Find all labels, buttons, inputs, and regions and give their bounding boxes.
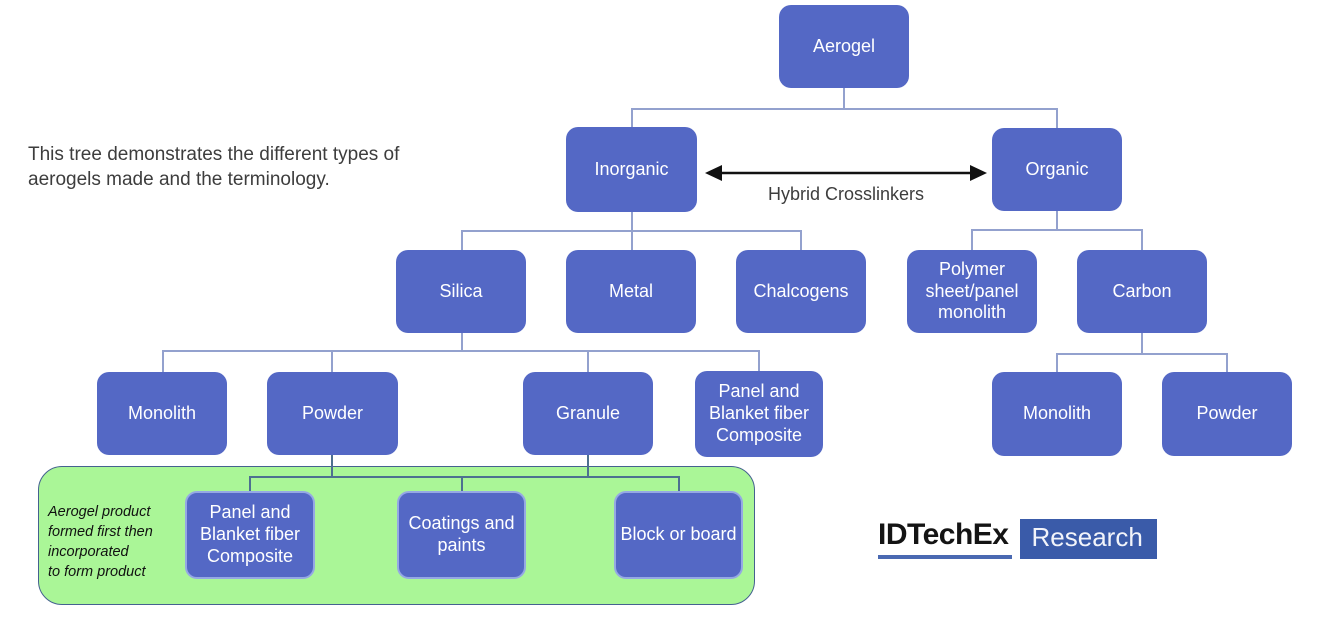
node-inorganic: Inorganic: [566, 127, 697, 212]
connector-line: [461, 333, 463, 350]
connector-line: [631, 230, 633, 250]
connector-line: [1056, 353, 1227, 355]
connector-line: [249, 476, 679, 478]
connector-line: [162, 350, 164, 372]
connector-line: [331, 350, 333, 372]
connector-line: [1141, 333, 1143, 353]
node-carbon: Carbon: [1077, 250, 1207, 333]
connector-line: [1056, 108, 1058, 128]
connector-line: [631, 108, 633, 127]
connector-line: [587, 350, 589, 372]
node-polymer-sheet-panel-monolith: Polymer sheet/panel monolith: [907, 250, 1037, 333]
product-group-note: Aerogel product formed first then incorp…: [48, 504, 153, 580]
connector-line: [1226, 353, 1228, 372]
node-chalcogens: Chalcogens: [736, 250, 866, 333]
node-monolith-carbon: Monolith: [992, 372, 1122, 456]
connector-line: [678, 476, 680, 491]
node-coatings-and-paints: Coatings and paints: [397, 491, 526, 579]
node-organic: Organic: [992, 128, 1122, 211]
connector-line: [461, 230, 463, 250]
connector-line: [843, 88, 845, 108]
connector-line: [631, 212, 633, 230]
connector-line: [1056, 211, 1058, 229]
connector-line: [631, 108, 1058, 110]
connector-line: [249, 476, 251, 491]
description-text: This tree demonstrates the different typ…: [28, 144, 400, 191]
node-monolith-silica: Monolith: [97, 372, 227, 455]
node-block-or-board: Block or board: [614, 491, 743, 579]
node-panel-blanket-composite: Panel and Blanket fiber Composite: [695, 371, 823, 457]
connector-line: [971, 229, 973, 250]
hybrid-crosslinkers-label: Hybrid Crosslinkers: [767, 184, 925, 204]
node-metal: Metal: [566, 250, 696, 333]
connector-line: [800, 230, 802, 250]
connector-line: [162, 350, 759, 352]
connector-line: [1056, 353, 1058, 372]
node-aerogel: Aerogel: [779, 5, 909, 88]
node-panel-blanket-composite-product: Panel and Blanket fiber Composite: [185, 491, 315, 579]
connector-line: [331, 455, 333, 476]
node-powder-silica: Powder: [267, 372, 398, 455]
idtechex-logo: IDTechEx Research: [878, 518, 1157, 559]
idtechex-wordmark: IDTechEx: [878, 518, 1012, 559]
research-badge: Research: [1019, 519, 1157, 559]
connector-line: [971, 229, 1142, 231]
connector-line: [758, 350, 760, 371]
node-granule: Granule: [523, 372, 653, 455]
double-headed-arrow-icon: [705, 165, 987, 181]
connector-line: [587, 455, 589, 476]
node-silica: Silica: [396, 250, 526, 333]
connector-line: [1141, 229, 1143, 250]
node-powder-carbon: Powder: [1162, 372, 1292, 456]
connector-line: [461, 476, 463, 491]
